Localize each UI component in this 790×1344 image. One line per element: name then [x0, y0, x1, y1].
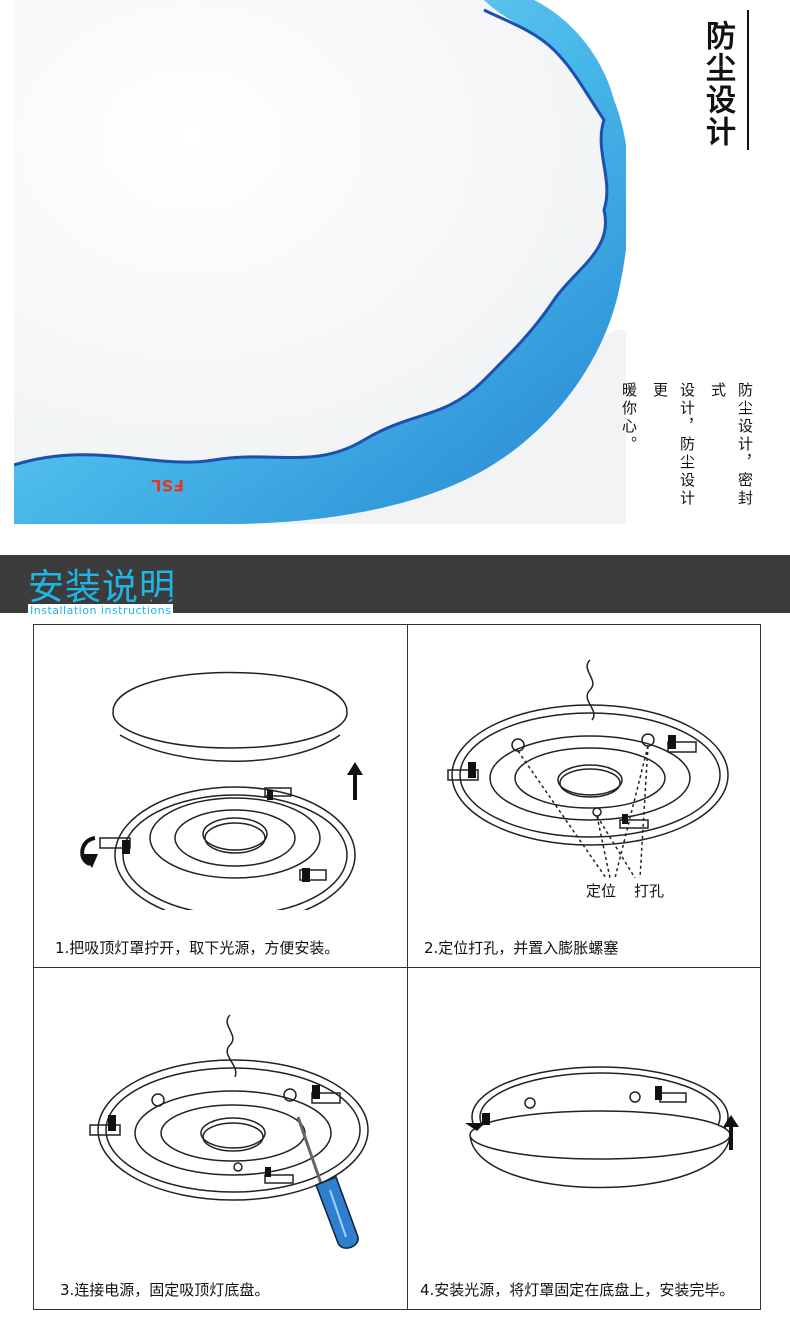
step3-caption: 3.连接电源，固定吸顶灯底盘。 [60, 1281, 270, 1299]
step3-illustration [89, 1014, 369, 1249]
grid-divider [33, 967, 761, 968]
label-position: 定位 [586, 882, 617, 900]
step1-caption: 1.把吸顶灯罩拧开，取下光源，方便安装。 [55, 939, 340, 957]
title-rule [747, 10, 749, 150]
step2-illustration [447, 659, 729, 879]
step2-caption: 2.定位打孔，并置入膨胀螺塞 [424, 939, 619, 957]
section-subtitle: Installation instructions [28, 604, 174, 617]
step4-caption: 4.安装光源，将灯罩固定在底盘上，安装完毕。 [420, 1281, 735, 1299]
hero-description-line: 暖你心。 [620, 382, 638, 454]
step1-illustration [80, 671, 363, 910]
hero-description-line: 防尘设计，密封式 [709, 382, 754, 508]
hero-section: FSL 防尘设计 防尘设计，密封式 设计，防尘设计更 暖你心。 [0, 0, 790, 540]
ceiling-lamp-photo: FSL [14, 0, 626, 524]
hero-title: 防尘设计 [700, 20, 735, 148]
section-banner [0, 555, 790, 613]
label-drill: 打孔 [634, 882, 665, 900]
step4-illustration [465, 1066, 739, 1189]
hero-description-line: 设计，防尘设计更 [651, 382, 696, 508]
hero-description: 防尘设计，密封式 设计，防尘设计更 暖你心。 [615, 382, 758, 522]
section-title: 安装说明 [28, 567, 177, 608]
svg-text:FSL: FSL [151, 476, 184, 495]
